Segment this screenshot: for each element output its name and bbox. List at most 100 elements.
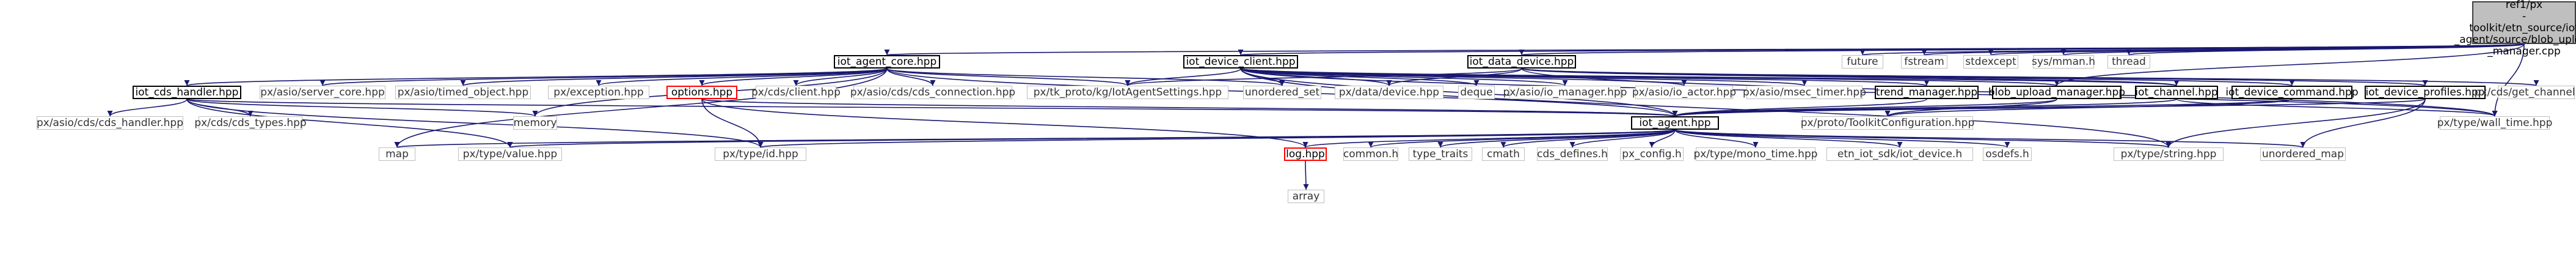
root-line-2: -toolkit/etn_source/iot [2469,10,2576,34]
edge-iot_agent_core-to-iotagentsettings [886,68,1131,86]
node-timed-object: px/asio/timed_object.hpp [395,86,531,99]
node-trend-manager[interactable]: trend_manager.hpp [1875,86,1979,99]
edge-iot_data_device-to-get_channel [1521,68,2539,86]
edge-iot_agent-to-type_id [758,129,1676,148]
node-type-id: px/type/id.hpp [715,147,806,161]
node-osdefs: osdefs.h [1983,147,2032,161]
node-px-config: px_config.h [1620,147,1684,161]
node-blob-upload-manager[interactable]: blob_upload_manager.hpp [1988,86,2126,99]
edge-iot_agent_core-to-timed_object [460,68,888,86]
node-sys-mman: sys/mman.h [2032,55,2095,69]
node-common: common.h [1343,147,1399,161]
node-stdexcept: stdexcept [1963,55,2018,69]
node-memory: memory [513,116,557,130]
edge-iot_cds_handler-to-iot_agent [186,99,1677,117]
node-server-core: px/asio/server_core.hpp [260,86,385,99]
node-deque: deque [1458,86,1495,99]
node-iot-device-client[interactable]: iot_device_client.hpp [1183,55,1298,69]
edge-iot_device_client-to-iot_channel [1240,68,2179,86]
node-log[interactable]: log.hpp [1284,147,1327,161]
node-iot-device-sdk: etn_iot_sdk/iot_device.h [1826,147,1973,161]
node-cds-connection: px/asio/cds/cds_connection.hpp [850,86,1016,99]
edge-iot_data_device-to-iotagentsettings [1125,68,1522,86]
node-iot-device-command[interactable]: iot_device_command.hpp [2225,86,2359,99]
node-type-value: px/type/value.hpp [458,147,562,161]
edge-iot_device_client-to-iotagentsettings [1125,68,1241,86]
node-cds-handler: px/asio/cds/cds_handler.hpp [36,116,184,130]
edge-iot_cds_handler-to-memory [186,99,538,117]
edge-iot_agent-to-cmath [1500,129,1676,148]
edge-root-to-wall_time [2492,43,2525,117]
node-iot-agent-settings: px/tk_proto/kg/IotAgentSettings.hpp [1027,86,1228,99]
node-map: map [379,147,415,161]
edge-iot_agent_core-to-unordered_set [886,68,1285,86]
node-exception: px/exception.hpp [548,86,649,99]
dependency-edges [107,43,2539,190]
node-future: future [1842,55,1883,69]
edge-iot_agent_core-to-options [699,68,888,86]
edge-iot_agent-to-px_config [1649,129,1676,148]
edge-iot_agent-to-mono_time [1674,129,1759,148]
edge-iot_device_profiles-to-iot_agent [1673,99,2426,117]
node-data-device: px/data/device.hpp [1335,86,1443,99]
root-line-3: _agent/source/blob_upload [2454,34,2576,46]
edge-iot_agent-to-iot_device_sdk [1674,129,1903,148]
node-toolkit-configuration: px/proto/ToolkitConfiguration.hpp [1800,116,1975,130]
edge-iot_agent-to-cds_defines [1569,129,1676,148]
edge-iot_agent_core-to-map [394,68,888,148]
node-iot-data-device[interactable]: iot_data_device.hpp [1467,55,1576,69]
edge-iot_cds_handler-to-cds_handler [107,99,188,117]
edge-iot_agent-to-type_traits [1437,129,1676,148]
edge-iot_agent_core-to-server_core [320,68,888,86]
node-fstream: fstream [1901,55,1947,69]
node-array: array [1288,190,1324,203]
node-cds-client: px/cds/client.hpp [751,86,841,99]
node-iot-agent[interactable]: iot_agent.hpp [1631,116,1719,130]
node-iot-agent-core[interactable]: iot_agent_core.hpp [834,55,940,69]
node-cmath: cmath [1482,147,1525,161]
node-mono-time: px/type/mono_time.hpp [1693,147,1818,161]
edge-iot_device_profiles-to-unordered_map [2300,99,2426,148]
node-iot-cds-handler[interactable]: iot_cds_handler.hpp [133,86,241,99]
node-msec-timer: px/asio/msec_timer.hpp [1742,86,1867,99]
root-line-1: /src/product-ref1/px [2505,0,2543,11]
edge-root-to-thread [2126,43,2525,56]
root-line-4: _manager.cpp [2487,45,2561,58]
node-iot-channel[interactable]: iot_channel.hpp [2135,86,2218,99]
node-wall-time: px/type/wall_time.hpp [2437,116,2553,130]
edge-iot_device_client-to-io_manager [1240,68,1568,86]
node-cds-defines: cds_defines.h [1537,147,1608,161]
node-cds-types: px/cds/cds_types.hpp [194,116,307,130]
node-thread: thread [2107,55,2150,69]
edge-log-to-array [1303,160,1309,190]
node-unordered-set: unordered_set [1243,86,1321,99]
node-io-manager: px/asio/io_manager.hpp [1503,86,1627,99]
node-get-channel: px/cds/get_channel.hpp [2474,86,2576,99]
node-unordered-map: unordered_map [2260,147,2346,161]
node-options[interactable]: options.hpp [666,86,737,99]
edge-options-to-iot_agent [701,99,1677,117]
edge-iot_data_device-to-data_device [1386,68,1522,86]
edge-options-to-type_id [701,99,764,148]
edge-iot_agent-to-unordered_map [1674,129,2305,148]
edge-iot_device_client-to-deque [1240,68,1480,86]
edge-iot_device_client-to-trend_manager [1240,68,1929,86]
edge-iot_agent_core-to-exception [596,68,888,86]
edge-iot_cds_handler-to-type_id [186,99,764,148]
edge-iot_channel-to-wall_time [2176,99,2498,117]
edge-iot_cds_handler-to-value [186,99,513,148]
node-type-traits: type_traits [1409,147,1472,161]
node-iot-device-profiles[interactable]: iot_device_profiles.hpp [2365,86,2486,99]
edge-iot_agent_core-to-cds_client [793,68,888,86]
edge-trend_manager-to-iot_agent [1672,99,1927,117]
root-node-blob-upload-manager-cpp: /src/product-ref1/px -toolkit/etn_source… [2454,0,2576,58]
edge-iot_device_profiles-to-type_string [2166,99,2426,148]
edge-iot_agent-to-osdefs [1674,129,2010,148]
edge-iot_device_client-to-iot_agent [1240,68,1678,117]
edge-iot_device_client-to-type_string [1240,68,2172,148]
edge-iot_agent_core-to-cds_connection [886,68,936,86]
node-type-string: px/type/string.hpp [2114,147,2224,161]
node-io-actor: px/asio/io_actor.hpp [1632,86,1737,99]
